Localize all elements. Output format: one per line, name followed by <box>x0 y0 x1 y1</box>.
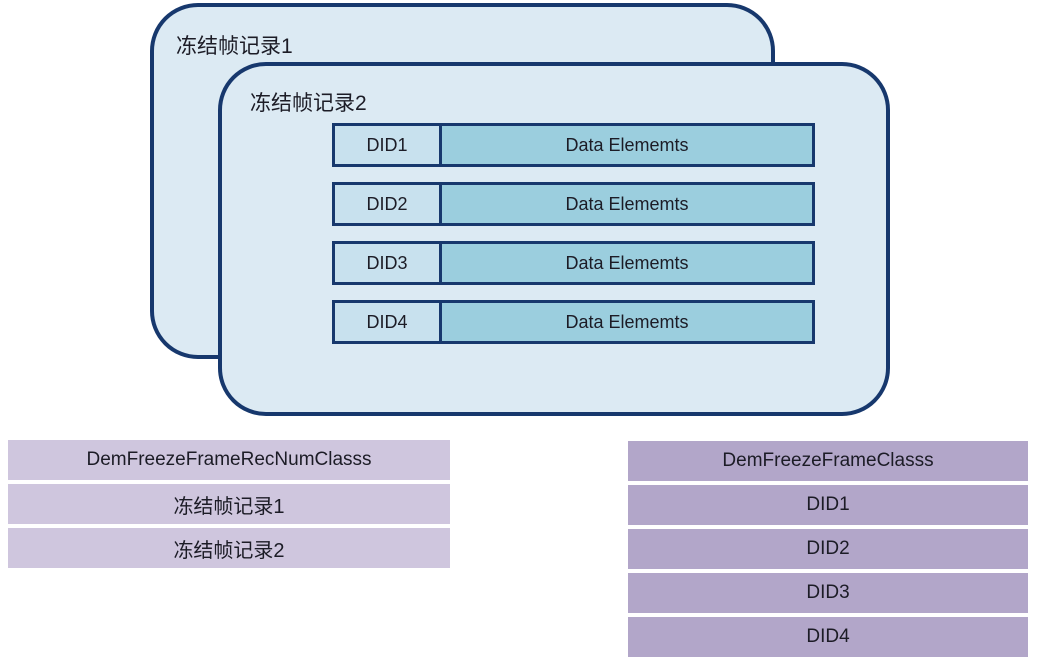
did-2-data-elements-cell: Data Elememts <box>442 185 812 223</box>
record-2-label: 冻结帧记录2 <box>250 92 367 115</box>
did-row-4: DID4 Data Elememts <box>332 300 815 344</box>
did-4-cell: DID4 <box>335 303 442 341</box>
freeze-frame-record-2-box <box>218 62 890 416</box>
rec-num-class-row-2: 冻结帧记录2 <box>8 528 450 568</box>
rec-num-class-table: DemFreezeFrameRecNumClasss 冻结帧记录1 冻结帧记录2 <box>8 440 450 572</box>
did-3-cell: DID3 <box>335 244 442 282</box>
freeze-frame-class-row-4: DID4 <box>628 617 1028 657</box>
did-row-3: DID3 Data Elememts <box>332 241 815 285</box>
rec-num-class-row-1: 冻结帧记录1 <box>8 484 450 524</box>
freeze-frame-class-header: DemFreezeFrameClasss <box>628 441 1028 481</box>
did-1-cell: DID1 <box>335 126 442 164</box>
record-1-label: 冻结帧记录1 <box>176 35 293 58</box>
rec-num-class-header: DemFreezeFrameRecNumClasss <box>8 440 450 480</box>
did-1-data-elements-cell: Data Elememts <box>442 126 812 164</box>
did-row-1: DID1 Data Elememts <box>332 123 815 167</box>
freeze-frame-class-row-1: DID1 <box>628 485 1028 525</box>
freeze-frame-class-row-3: DID3 <box>628 573 1028 613</box>
did-4-data-elements-cell: Data Elememts <box>442 303 812 341</box>
did-2-cell: DID2 <box>335 185 442 223</box>
freeze-frame-class-table: DemFreezeFrameClasss DID1 DID2 DID3 DID4 <box>628 441 1028 661</box>
freeze-frame-class-row-2: DID2 <box>628 529 1028 569</box>
did-3-data-elements-cell: Data Elememts <box>442 244 812 282</box>
did-row-2: DID2 Data Elememts <box>332 182 815 226</box>
